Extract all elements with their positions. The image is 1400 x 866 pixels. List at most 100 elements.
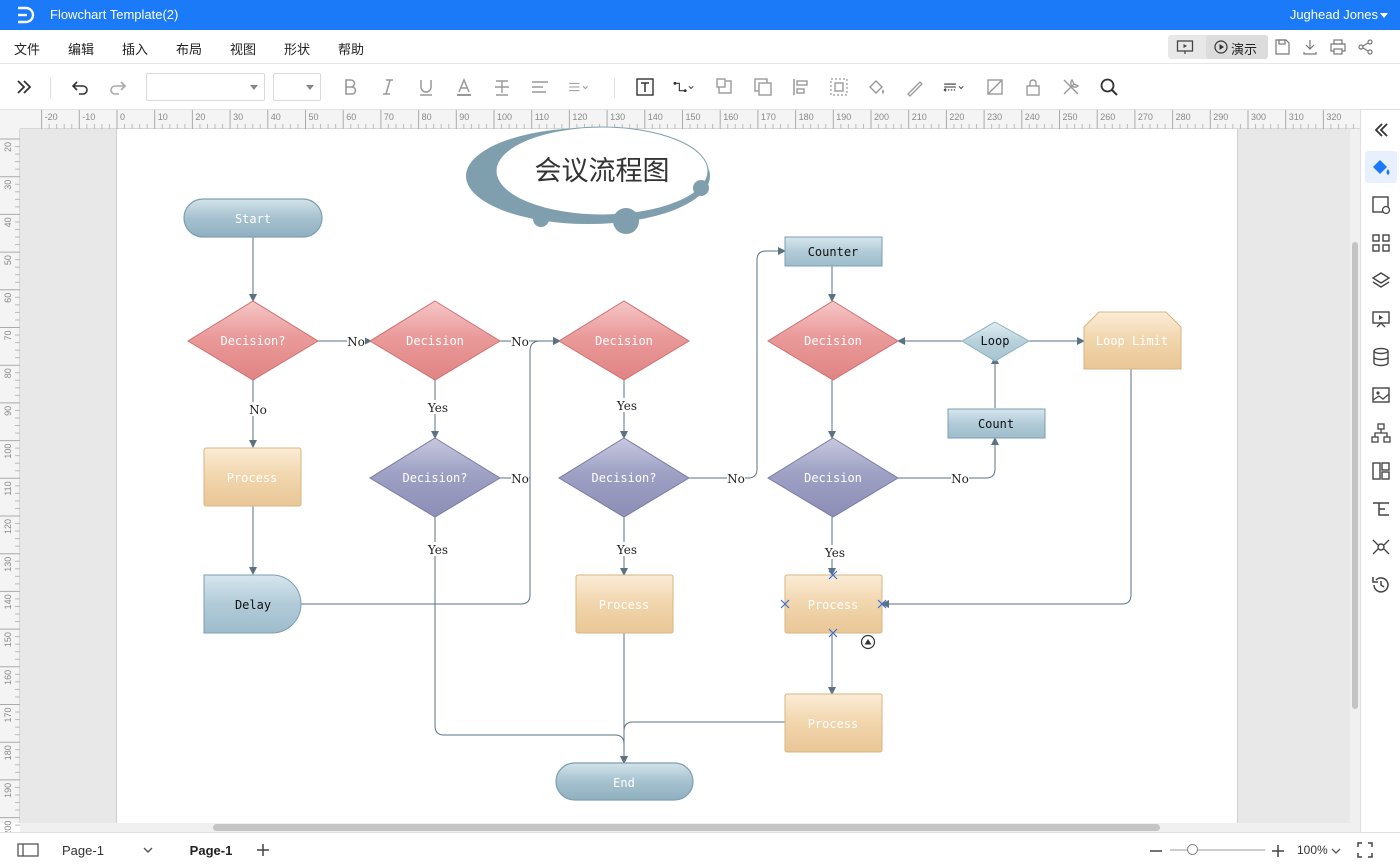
app-logo-icon[interactable] — [14, 5, 36, 25]
zoom-slider-track[interactable] — [1170, 849, 1265, 851]
align-objects-icon[interactable] — [790, 76, 812, 98]
tab-page-1[interactable]: Page-1 — [180, 833, 242, 865]
chevron-down-icon[interactable] — [1331, 847, 1341, 855]
lock-icon[interactable] — [1022, 76, 1044, 98]
collapse-panel-icon[interactable] — [1370, 119, 1392, 141]
connector-icon[interactable] — [672, 76, 702, 98]
user-menu-caret-icon[interactable] — [1380, 13, 1388, 18]
page-dropdown[interactable]: Page-1 — [62, 843, 104, 858]
line-spacing-icon[interactable] — [567, 76, 597, 98]
zoom-out-icon[interactable] — [1149, 844, 1163, 858]
counter-box[interactable] — [784, 236, 883, 267]
fullscreen-icon[interactable] — [1357, 842, 1373, 858]
end-terminator[interactable] — [555, 762, 694, 801]
menu-file[interactable]: 文件 — [14, 42, 41, 57]
decision-diamond[interactable] — [187, 300, 319, 381]
no-shadow-icon[interactable] — [984, 76, 1006, 98]
present-button[interactable]: 演示 — [1206, 35, 1268, 59]
chevron-down-icon[interactable] — [142, 845, 154, 855]
redo-icon[interactable] — [107, 76, 129, 98]
horizontal-scroll-thumb[interactable] — [213, 824, 1160, 831]
image-icon[interactable] — [1370, 384, 1392, 406]
connection-point-icon[interactable] — [877, 599, 887, 609]
outline-icon[interactable] — [1370, 498, 1392, 520]
menu-help[interactable]: 帮助 — [338, 42, 365, 57]
send-back-icon[interactable] — [752, 76, 774, 98]
start-terminator[interactable] — [183, 198, 323, 238]
delay-shape[interactable] — [203, 574, 302, 634]
layout-icon[interactable] — [1370, 460, 1392, 482]
strikethrough-icon[interactable] — [491, 76, 513, 98]
decision-diamond[interactable] — [767, 300, 899, 381]
zoom-slider-handle[interactable] — [1187, 844, 1198, 855]
italic-icon[interactable] — [377, 76, 399, 98]
connection-point-icon[interactable] — [828, 628, 838, 638]
share-icon[interactable] — [1357, 38, 1375, 56]
undo-icon[interactable] — [69, 76, 91, 98]
fill-style-icon[interactable] — [1365, 151, 1397, 183]
font-size-select[interactable] — [273, 73, 321, 101]
floating-menu-icon[interactable] — [860, 634, 876, 650]
decision-diamond[interactable] — [558, 437, 690, 518]
decision-diamond[interactable] — [558, 300, 690, 381]
save-icon[interactable] — [1273, 38, 1291, 56]
menu-layout[interactable]: 布局 — [176, 42, 203, 57]
zoom-in-icon[interactable] — [1271, 844, 1285, 858]
process-box[interactable] — [203, 447, 302, 507]
process-box[interactable] — [784, 693, 883, 753]
font-family-select[interactable] — [146, 73, 265, 101]
title-shape[interactable] — [466, 126, 710, 234]
connector[interactable] — [500, 337, 561, 479]
font-color-icon[interactable] — [453, 76, 475, 98]
connector[interactable] — [623, 721, 785, 732]
download-icon[interactable] — [1301, 38, 1319, 56]
connector[interactable] — [881, 369, 1132, 608]
zoom-level[interactable]: 100% — [1297, 843, 1328, 857]
tools-icon[interactable] — [1060, 76, 1082, 98]
count-box[interactable] — [947, 408, 1046, 439]
connector[interactable] — [898, 437, 999, 479]
mind-map-icon[interactable] — [1370, 536, 1392, 558]
menu-shape[interactable]: 形状 — [284, 42, 311, 57]
loop-limit-shape[interactable] — [1083, 311, 1182, 370]
user-name[interactable]: Jughead Jones — [1289, 7, 1378, 22]
line-style-icon[interactable] — [942, 76, 972, 98]
menu-edit[interactable]: 编辑 — [68, 42, 95, 57]
vertical-scroll-thumb[interactable] — [1352, 242, 1358, 709]
history-icon[interactable] — [1370, 574, 1392, 596]
page-setup-icon[interactable] — [1370, 194, 1392, 216]
underline-icon[interactable] — [415, 76, 437, 98]
decision-diamond[interactable] — [369, 300, 501, 381]
bring-front-icon[interactable] — [714, 76, 736, 98]
search-icon[interactable] — [1098, 76, 1120, 98]
add-page-icon[interactable] — [256, 843, 270, 857]
expand-panel-icon[interactable] — [13, 76, 35, 98]
layers-icon[interactable] — [1370, 270, 1392, 292]
connector[interactable] — [689, 247, 786, 479]
text-box-icon[interactable] — [634, 76, 656, 98]
line-color-icon[interactable] — [904, 76, 926, 98]
connection-point-icon[interactable] — [780, 599, 790, 609]
loop-diamond[interactable] — [961, 321, 1031, 362]
decision-diamond[interactable] — [767, 437, 899, 518]
horizontal-scrollbar[interactable] — [20, 823, 1360, 832]
connector[interactable] — [301, 351, 531, 605]
align-icon[interactable] — [529, 76, 551, 98]
vertical-scrollbar[interactable] — [1350, 129, 1360, 823]
print-icon[interactable] — [1329, 38, 1347, 56]
menu-view[interactable]: 视图 — [230, 42, 257, 57]
presentation-icon[interactable] — [1370, 308, 1392, 330]
group-icon[interactable] — [828, 76, 850, 98]
selection-handles[interactable] — [780, 570, 887, 638]
decision-diamond[interactable] — [369, 437, 501, 518]
menu-insert[interactable]: 插入 — [122, 42, 149, 57]
bold-icon[interactable] — [339, 76, 361, 98]
org-chart-icon[interactable] — [1370, 422, 1392, 444]
process-box[interactable] — [575, 574, 674, 634]
page-list-icon[interactable] — [17, 843, 39, 857]
shape-library-icon[interactable] — [1370, 232, 1392, 254]
slideshow-icon[interactable] — [1176, 39, 1194, 55]
data-icon[interactable] — [1370, 346, 1392, 368]
connection-point-icon[interactable] — [828, 570, 838, 580]
fill-icon[interactable] — [866, 76, 888, 98]
